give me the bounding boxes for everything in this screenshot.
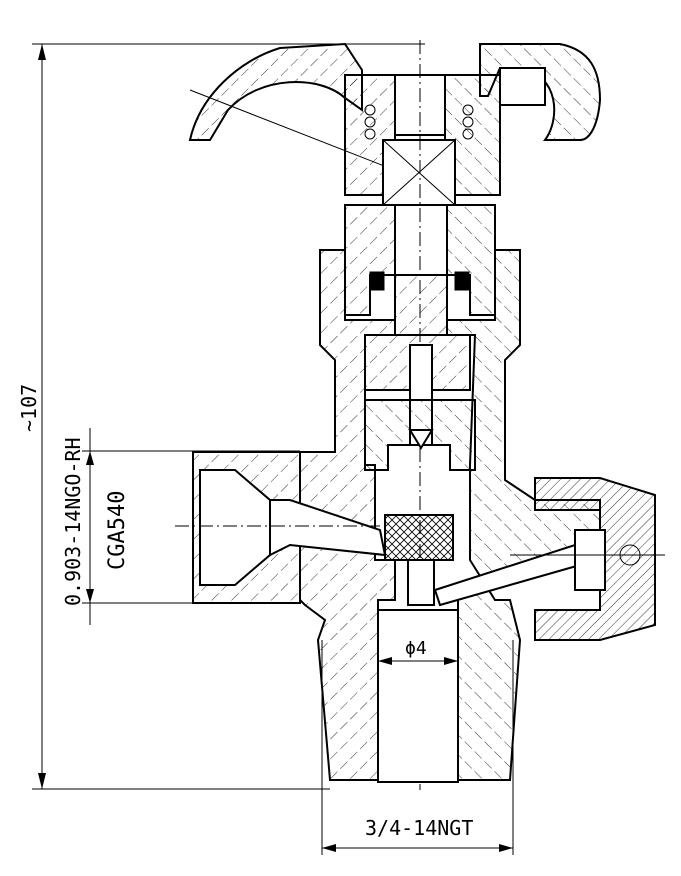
- outlet-standard-label: CGA540: [105, 491, 130, 570]
- height-dimension: [32, 43, 425, 790]
- handwheel-icon: [188, 42, 602, 196]
- inlet-stem-icon: [377, 559, 459, 783]
- o-ring-icon: [369, 271, 470, 291]
- bore-label: ϕ4: [405, 638, 427, 659]
- outlet-thread-label: 0.903-14NGO-RH: [61, 437, 85, 606]
- spring-icon: [364, 74, 474, 140]
- upper-chamber-icon: [364, 334, 476, 471]
- valve-seat-icon: [384, 514, 454, 561]
- safety-device-icon: [433, 477, 665, 641]
- inlet-thread-label: 3/4-14NGT: [365, 816, 473, 840]
- valve-body-icon: [192, 249, 601, 781]
- height-label: ~107: [17, 384, 41, 432]
- gland-nut-icon: [344, 204, 496, 336]
